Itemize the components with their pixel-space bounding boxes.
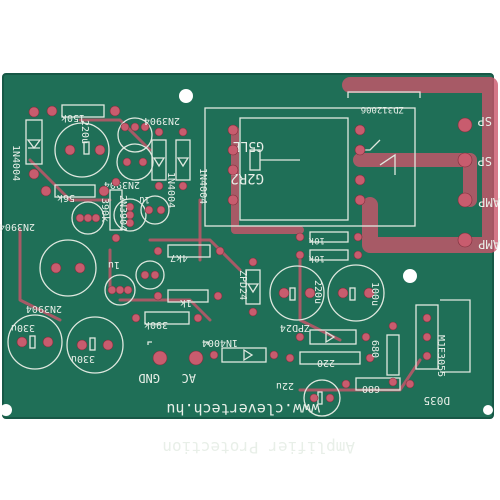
power-transistor-label: MJE3055 — [435, 335, 446, 377]
capacitor-c5-label: 330u — [71, 353, 95, 364]
capacitor-c8-label: 22u — [276, 380, 294, 391]
zener-z2: ZPD24 — [280, 322, 371, 345]
resistor-r3-label: 390k — [99, 198, 110, 222]
resistor-r9: 220 — [285, 351, 375, 368]
mounting-hole — [179, 89, 193, 103]
zener-z1: ZPD24 — [237, 257, 261, 317]
capacitor-c6: 220u — [269, 265, 325, 321]
capacitor-c3-label: 1u — [139, 194, 150, 204]
diode-d3-label: 1N4004 — [197, 168, 208, 204]
relay-part-label: G5LE — [233, 138, 264, 153]
transistor-q5-label: 2N3904 — [26, 303, 62, 314]
capacitor-c2b — [135, 260, 165, 290]
diode-d2-label: 1N4004 — [165, 172, 176, 208]
capacitor-c7: 100u — [327, 264, 385, 322]
resistor-r2-label: 56k — [57, 192, 75, 203]
resistor-r5: 1k — [153, 289, 223, 308]
diode-d4-label: 1N4004 — [202, 337, 238, 348]
transistor-q1-label: 2N3904 — [144, 115, 180, 126]
speaker-terminal-label: SP — [478, 114, 492, 128]
capacitor-c4: 330u — [7, 314, 63, 370]
resistor-r11-label: 680 — [369, 340, 380, 358]
power-transistor: MJE3055 D035 — [415, 299, 471, 407]
resistor-r4: 4k7 — [153, 244, 225, 263]
resistor-r8: 10k — [295, 249, 363, 263]
resistor-r7: 10k — [295, 231, 363, 245]
amp-terminal-label: AMP — [478, 237, 500, 251]
speaker-terminal-label: SP — [478, 154, 492, 168]
capacitor-c2: 2N3904 — [104, 143, 154, 190]
zener-z1-label: ZPD24 — [237, 270, 248, 300]
transistor-q4-label: 2N3904 — [117, 195, 128, 231]
amp-terminal-label: AMP — [478, 195, 500, 209]
transistor-q2-label: 2N3904 — [104, 179, 140, 190]
zener-z2-label: ZPD24 — [280, 322, 310, 333]
diode-d1: 1N4004 — [10, 106, 43, 181]
resistor-r2: 56k — [40, 184, 110, 203]
mounting-hole — [483, 405, 493, 415]
resistor-r11: 680 — [369, 321, 400, 387]
resistor-r8-label: 10k — [308, 253, 325, 263]
resistor-r1-label: 150k — [61, 112, 85, 123]
capacitor-c6-label: 220u — [312, 280, 323, 304]
capacitor-c7-label: 100u — [369, 282, 380, 306]
relay-part2-label: G2R2 — [230, 170, 264, 186]
board-url: www.clevertech.hu — [166, 400, 320, 418]
capacitor-c2-label: 1u — [108, 259, 120, 270]
heatsink-label: D035 — [424, 394, 451, 407]
mounting-hole — [0, 404, 12, 416]
relay-code-label: ZD312006 — [361, 104, 404, 114]
resistor-r1: 150k — [46, 104, 121, 123]
capacitor-c8: 22u — [276, 379, 341, 417]
resistor-r4-label: 4k7 — [170, 252, 188, 263]
diode-d3: 1N4004 — [175, 127, 208, 204]
resistor-r7-label: 10k — [308, 235, 325, 245]
gnd-terminal-label: GND — [138, 371, 160, 385]
ac-terminal-label: AC — [182, 371, 196, 385]
transistor-q4: 2N3904 — [113, 195, 147, 232]
capacitor-c2: 1u — [39, 239, 120, 297]
relay: G5LE G2R2 ZD312006 — [204, 104, 416, 227]
capacitor-c1-label: 220u — [79, 120, 90, 144]
transistor-q3: 2N3904 — [0, 201, 105, 235]
diode-d4: 1N4004 — [202, 337, 279, 363]
relay-outline-extra — [347, 91, 421, 98]
board-title: Amplifier Protection — [162, 438, 355, 457]
resistor-r10: 680 — [341, 377, 415, 394]
mounting-hole — [403, 269, 417, 283]
resistor-r6-label: 390k — [144, 319, 168, 330]
capacitor-c3: 1u — [139, 194, 170, 225]
capacitor-c5: 330u — [66, 316, 124, 374]
output-terminals: SP SP AMP AMP — [457, 114, 500, 251]
capacitor-c1: 220u — [54, 120, 110, 178]
resistor-r5-label: 1k — [180, 297, 192, 308]
resistor-r10-label: 680 — [362, 383, 380, 394]
resistor-r3: 390k — [99, 177, 123, 243]
transistor-q3-label: 2N3904 — [0, 221, 35, 232]
transistor-q5: 2N3904 — [26, 274, 136, 314]
resistor-r6: 390k — [131, 311, 203, 330]
transistor-q1: 2N3904 — [117, 115, 180, 153]
diode-d2: 1N4004 — [151, 127, 176, 208]
diode-d1-label: 1N4004 — [10, 145, 21, 181]
power-terminals: AC GND — [138, 341, 209, 385]
resistor-r9-label: 220 — [317, 357, 335, 368]
capacitor-c4-label: 330u — [11, 322, 35, 333]
